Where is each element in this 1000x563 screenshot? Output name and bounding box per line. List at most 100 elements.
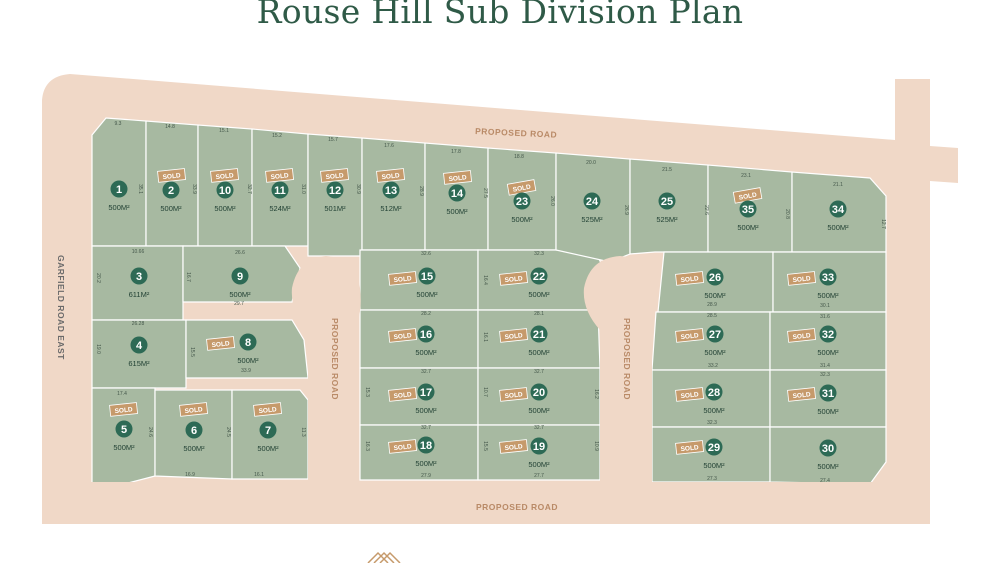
sold-tag-box xyxy=(109,402,138,417)
lot-area: 500M² xyxy=(703,461,725,470)
lot-area: 500M² xyxy=(415,459,437,468)
lot-number-badge xyxy=(130,336,148,354)
lot-number-badge xyxy=(530,383,548,401)
sold-tag-label: SOLD xyxy=(504,443,523,452)
lot-number: 9 xyxy=(237,271,243,283)
lot-number-badge xyxy=(417,325,435,343)
sold-tag: SOLD xyxy=(499,387,528,402)
lot-number: 23 xyxy=(516,196,528,208)
lot-4-parcel[interactable] xyxy=(91,319,187,389)
lot-area: 500M² xyxy=(511,215,533,224)
lot-15-parcel[interactable] xyxy=(359,249,479,311)
sold-tag-label: SOLD xyxy=(393,391,412,400)
dimension-label: 27.3 xyxy=(707,476,717,482)
lot-number: 31 xyxy=(822,388,834,400)
sold-tag-box xyxy=(499,271,528,286)
sold-tag-label: SOLD xyxy=(215,172,234,181)
dimension-label: 33.9 xyxy=(241,368,251,374)
lot-number-badge xyxy=(530,267,548,285)
lot-number-badge xyxy=(819,439,837,457)
lot-number: 4 xyxy=(136,340,143,352)
dimension-label: 28.5 xyxy=(707,313,717,319)
lot-number-badge xyxy=(271,181,289,199)
lot-number: 2 xyxy=(168,185,174,197)
lot-area: 500M² xyxy=(229,290,251,299)
dimension-label: 26.9 xyxy=(623,205,629,215)
sold-tag-box xyxy=(320,168,349,183)
dimension-label: 20.2 xyxy=(95,273,101,283)
dimension-label: 11.3 xyxy=(300,427,306,437)
lot-number: 18 xyxy=(420,440,432,452)
sold-tag: SOLD xyxy=(206,336,235,351)
road-label-bottom: PROPOSED ROAD xyxy=(476,502,558,512)
lot-area: 500M² xyxy=(257,444,279,453)
lot-number: 28 xyxy=(708,387,720,399)
dimension-label: 27.9 xyxy=(421,473,431,479)
sold-tag-label: SOLD xyxy=(680,332,699,341)
lot-area: 500M² xyxy=(237,356,259,365)
lot-number: 33 xyxy=(822,272,834,284)
lot-number-badge xyxy=(417,436,435,454)
lot-number-badge xyxy=(417,383,435,401)
dimension-label: 26.6 xyxy=(235,250,245,256)
page-title: Rouse Hill Sub Division Plan xyxy=(256,0,744,31)
lot-number: 11 xyxy=(274,185,286,197)
lot-18-parcel[interactable] xyxy=(359,424,479,481)
lot-area: 500M² xyxy=(528,406,550,415)
sold-tag-label: SOLD xyxy=(393,275,412,284)
bottom-road-band xyxy=(42,482,930,524)
lot-number-badge xyxy=(382,181,400,199)
sold-tag-label: SOLD xyxy=(680,275,699,284)
sold-tag-label: SOLD xyxy=(680,444,699,453)
dimension-label: 15.5 xyxy=(482,441,488,451)
lot-number-badge xyxy=(819,268,837,286)
sold-tag: SOLD xyxy=(157,168,186,183)
sold-tag: SOLD xyxy=(388,387,417,402)
dimension-label: 32.6 xyxy=(421,251,431,257)
sold-tag-label: SOLD xyxy=(114,406,133,415)
lot-area: 512M² xyxy=(380,204,402,213)
sold-tag: SOLD xyxy=(443,170,472,185)
lot-9-marker[interactable]: 9 500M² xyxy=(229,267,251,300)
lot-number-badge xyxy=(185,421,203,439)
dimension-label: 20.8 xyxy=(784,209,790,219)
sold-tag: SOLD xyxy=(388,271,417,286)
sold-tag: SOLD xyxy=(376,168,405,183)
lot-number-badge xyxy=(658,192,676,210)
sold-tag-box xyxy=(675,387,704,402)
